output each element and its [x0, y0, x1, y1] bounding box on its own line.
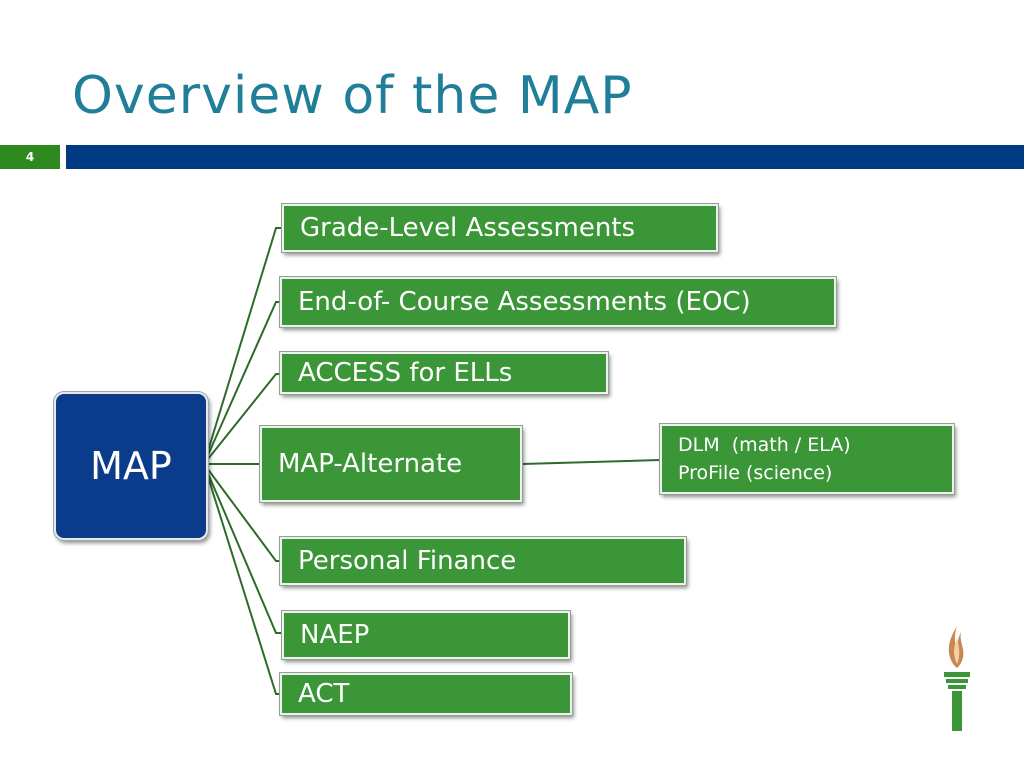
title-bar	[66, 145, 1024, 169]
branch-map-alternate: MAP-Alternate	[260, 426, 522, 502]
branch-eoc: End-of- Course Assessments (EOC)	[280, 277, 836, 327]
root-node-map: MAP	[54, 392, 208, 540]
torch-icon	[944, 626, 970, 731]
slide-title: Overview of the MAP	[72, 66, 633, 126]
branch-act: ACT	[280, 673, 572, 715]
connector-naep	[203, 463, 283, 634]
branch-grade-level: Grade-Level Assessments	[282, 204, 718, 252]
branch-personal-finance: Personal Finance	[280, 537, 686, 585]
sub-branch-dlm-profile: DLM (math / ELA) ProFile (science)	[660, 424, 954, 494]
slide-number: 4	[0, 145, 60, 169]
branch-access-ells: ACCESS for ELLs	[280, 352, 608, 394]
sub-branch-line-profile: ProFile (science)	[678, 462, 833, 484]
branch-naep: NAEP	[282, 611, 570, 659]
connector-sub-branch	[521, 459, 661, 465]
sub-branch-line-dlm: DLM (math / ELA)	[678, 433, 851, 456]
connector-grade-level	[203, 227, 283, 465]
